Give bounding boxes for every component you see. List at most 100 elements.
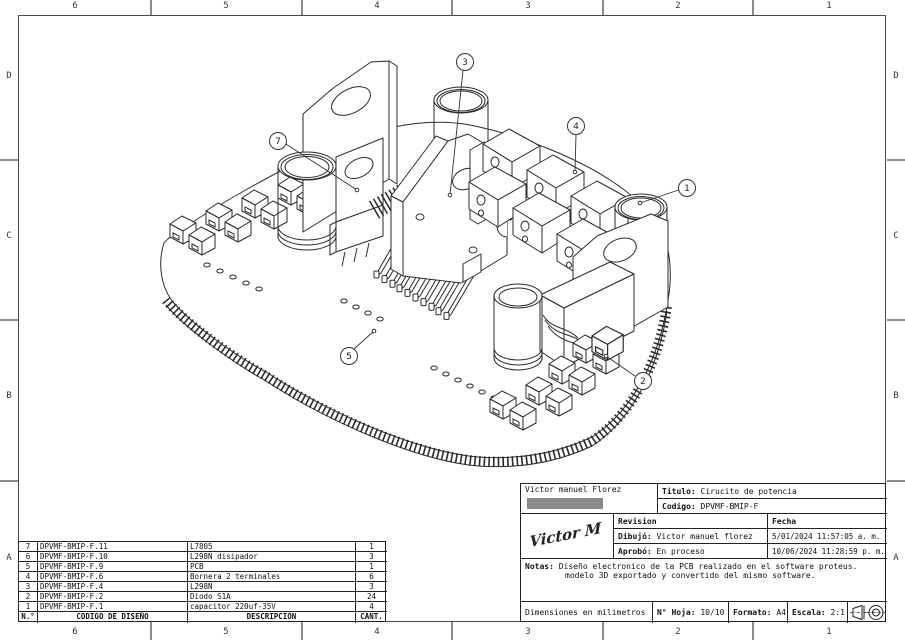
row-code: DPVMF-BMIP-F.4 [38, 582, 188, 592]
zone-label-bottom: 6 [72, 627, 78, 637]
zone-tick [451, 0, 454, 15]
row-description: L298N [188, 582, 356, 592]
aprobo-cell: Aprobó: En proceso [614, 544, 768, 559]
row-code: DPVMF-BMIP-F.11 [38, 542, 188, 552]
header-description: DESCRIPCIÓN [188, 612, 356, 623]
notas-cell: Notas: Diseño electronico de la PCB real… [521, 559, 887, 602]
row-description: PCB [188, 562, 356, 572]
notas-label: Notas: [525, 562, 554, 571]
zone-tick [752, 0, 755, 15]
zone-tick [0, 159, 18, 162]
zone-label-right: C [893, 231, 899, 241]
aprobo-fecha-cell: 10/06/2024 11:28:59 p. m. [768, 544, 887, 559]
row-code: DPVMF-BMIP-F.2 [38, 592, 188, 602]
row-qty: 3 [356, 582, 387, 592]
parts-table: 7 DPVMF-BMIP-F.11 L7805 1 6 DPVMF-BMIP-F… [18, 541, 387, 623]
zone-tick [301, 622, 304, 640]
row-code: DPVMF-BMIP-F.9 [38, 562, 188, 572]
aprobo-label: Aprobó: [618, 547, 652, 556]
codigo-label: Codigo: [662, 502, 696, 511]
row-qty: 1 [356, 542, 387, 552]
hoja-value: 10/10 [700, 608, 725, 617]
zone-label-top: 6 [72, 1, 78, 11]
row-no: 2 [19, 592, 38, 602]
revision-header: Revision [614, 514, 768, 529]
header-no: N.° [19, 612, 38, 623]
dimensiones-text: Dimensiones en milimetros [525, 608, 646, 617]
row-description: Bornera 2 terminales [188, 572, 356, 582]
balloon-4: 4 [567, 117, 585, 175]
zone-tick [752, 622, 755, 640]
zone-label-left: B [6, 391, 12, 401]
zone-tick [301, 0, 304, 15]
zone-label-right: A [893, 553, 899, 563]
row-qty: 1 [356, 562, 387, 572]
row-no: 7 [19, 542, 38, 552]
hoja-cell: N° Hoja: 10/10 [653, 602, 729, 623]
balloon-7: 7 [269, 132, 360, 193]
row-no: 5 [19, 562, 38, 572]
hoja-label: N° Hoja: [657, 608, 696, 617]
zone-label-top: 2 [675, 1, 681, 11]
board-edge-hatch [162, 296, 672, 467]
balloon-2: 2 [603, 353, 652, 390]
dibujo-cell: Dibujó: Victor manuel florez [614, 529, 768, 544]
balloon-1: 1 [637, 179, 696, 206]
svg-text:4: 4 [573, 122, 579, 132]
zone-label-top: 5 [223, 1, 229, 11]
author-name: Victor manuel Florez [525, 485, 622, 494]
zone-tick [602, 622, 605, 640]
zone-tick [887, 480, 905, 483]
zone-label-left: C [6, 231, 12, 241]
svg-text:1: 1 [684, 184, 690, 194]
dibujo-label: Dibujó: [618, 532, 652, 541]
notas-line2: modelo 3D exportado y convertido del mis… [565, 571, 816, 580]
row-description: capacitor 220uf-35V [188, 602, 356, 612]
projection-symbol-icon [848, 602, 887, 623]
row-description: L7805 [188, 542, 356, 552]
header-qty: CANT. [360, 612, 383, 621]
zone-tick [150, 0, 153, 15]
fecha-label: Fecha [772, 517, 797, 526]
zone-label-top: 1 [826, 1, 832, 11]
formato-label: Formato: [733, 608, 772, 617]
row-description: Diodo S1A [188, 592, 356, 602]
capacitor-left [277, 151, 337, 251]
row-no: 6 [19, 552, 38, 562]
author-cell: Victor manuel Florez [521, 484, 658, 514]
zone-tick [150, 622, 153, 640]
zone-label-left: A [6, 553, 12, 563]
aprobo-value: En proceso [656, 547, 705, 556]
balloon-callouts: 3 7 4 1 [269, 53, 696, 390]
zone-label-top: 3 [525, 1, 531, 11]
balloon-3: 3 [447, 53, 474, 198]
revision-label: Revision [618, 517, 657, 526]
zone-label-bottom: 1 [826, 627, 832, 637]
zone-tick [0, 319, 18, 322]
dibujo-value: Victor manuel florez [656, 532, 753, 541]
dibujo-fecha-cell: 5/01/2024 11:57:05 a. m. [768, 529, 887, 544]
capacitor-bottom-center [493, 283, 543, 371]
signature: Victor M [529, 518, 602, 552]
row-no: 1 [19, 602, 38, 612]
row-no: 3 [19, 582, 38, 592]
row-qty: 3 [356, 552, 387, 562]
zone-tick [887, 319, 905, 322]
title-block: Victor manuel Florez Titulo: Cirucito de… [520, 483, 887, 623]
row-code: DPVMF-BMIP-F.10 [38, 552, 188, 562]
header-code: CODIGO DE DISEÑO [38, 612, 188, 623]
sheet-frame [18, 15, 886, 622]
svg-text:3: 3 [462, 58, 468, 68]
aprobo-fecha: 10/06/2024 11:28:59 p. m. [772, 547, 885, 556]
row-qty: 24 [356, 592, 387, 602]
titulo-cell: Titulo: Cirucito de potencia [658, 484, 887, 499]
zone-label-bottom: 3 [525, 627, 531, 637]
zone-tick [451, 622, 454, 640]
dimensiones-cell: Dimensiones en milimetros [521, 602, 653, 623]
codigo-cell: Codigo: DPVMF-BMIP-F [658, 499, 887, 514]
zone-tick [887, 159, 905, 162]
svg-text:7: 7 [275, 137, 281, 147]
escala-label: Escala: [792, 608, 826, 617]
